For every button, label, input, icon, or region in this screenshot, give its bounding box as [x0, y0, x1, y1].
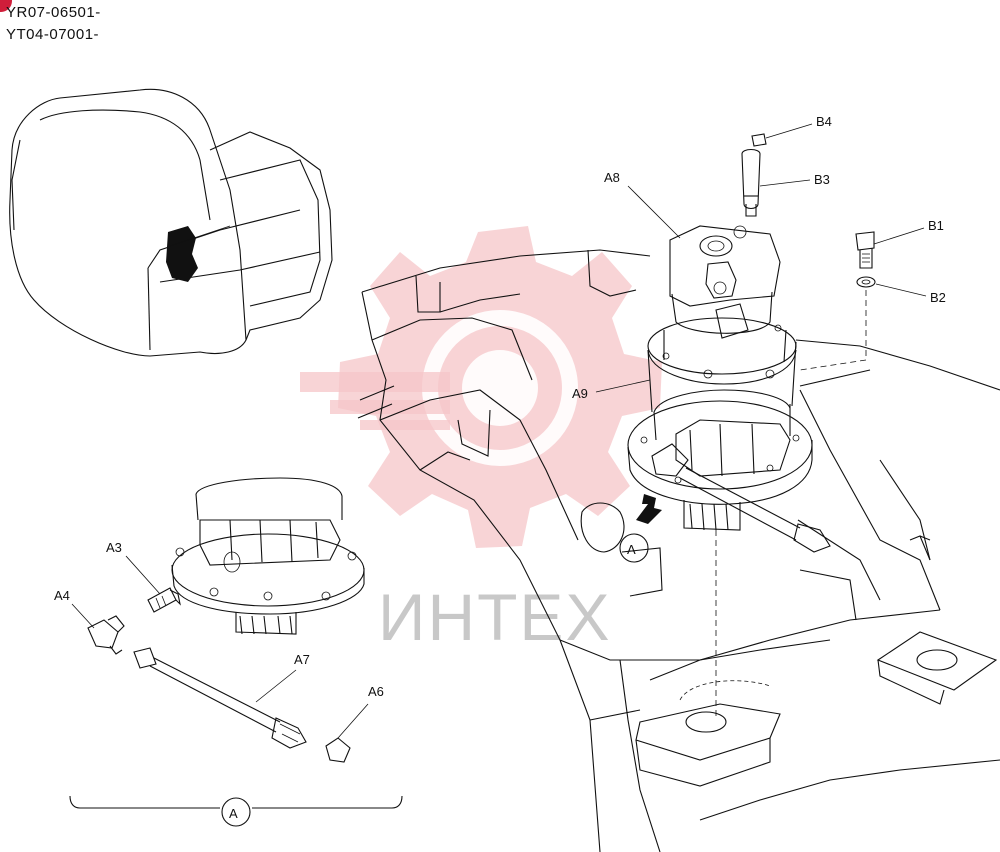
swing-motor-location-icon	[166, 226, 198, 282]
view-a-label-bottom: A	[229, 806, 238, 821]
washer-b2	[799, 276, 927, 371]
serial-number-range-1: YR07-06501-	[6, 4, 101, 21]
callout-a7: A7	[294, 652, 310, 667]
callout-a6: A6	[368, 684, 384, 699]
view-direction-arrow-icon	[636, 494, 662, 524]
elbow-a4	[71, 603, 125, 655]
callout-a3: A3	[106, 540, 122, 555]
callout-a9: A9	[572, 386, 588, 401]
callout-a4: A4	[54, 588, 70, 603]
view-a-marker-main	[619, 533, 649, 563]
callout-a8: A8	[604, 170, 620, 185]
plug-a6	[325, 703, 369, 763]
hose-a7	[133, 647, 307, 749]
leader-a8	[627, 185, 681, 239]
machine-overview	[9, 88, 333, 357]
serial-number-range-2: YT04-07001-	[6, 26, 100, 43]
leader-a9	[595, 379, 651, 393]
watermark-logo-icon	[300, 226, 662, 548]
bolt-b1	[855, 227, 925, 269]
callout-b1: B1	[928, 218, 944, 233]
view-a-label-main: A	[627, 542, 636, 557]
pin-b3	[741, 148, 811, 217]
view-a-marker-bottom	[221, 797, 251, 827]
fitting-a3	[125, 555, 181, 613]
swing-motor-detail-left	[171, 477, 365, 635]
callout-b4: B4	[816, 114, 832, 129]
callout-b2: B2	[930, 290, 946, 305]
watermark-text: ИНТЕХ	[378, 580, 611, 654]
swing-motor-assembly	[619, 225, 831, 720]
callout-b3: B3	[814, 172, 830, 187]
cap-b4	[751, 123, 813, 147]
machine-frame	[357, 249, 1000, 852]
view-a-bracket	[69, 795, 403, 827]
